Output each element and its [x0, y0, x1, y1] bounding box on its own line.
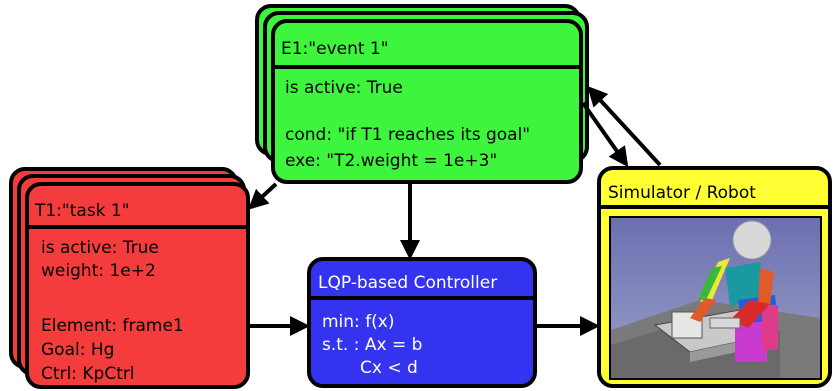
robot-scene-image	[609, 216, 822, 380]
event-title: E1:"event 1"	[281, 39, 389, 59]
controller-title: LQP-based Controller	[318, 273, 497, 293]
task-line-4: Element: frame1	[41, 316, 184, 336]
task-title: T1:"task 1"	[34, 201, 130, 221]
controller-line-2: s.t. : Ax = b	[322, 335, 422, 355]
event-card	[271, 19, 583, 184]
arrow-simulator-to-event	[587, 86, 662, 167]
event-line-3: cond: "if T1 reaches its goal"	[285, 125, 530, 145]
event-line-1: is active: True	[285, 78, 403, 98]
task-box: T1:"task 1" is active: True weight: 1e+2…	[9, 167, 250, 389]
controller-line-1: min: f(x)	[322, 312, 395, 332]
arrow-event-to-simulator	[581, 101, 629, 168]
simulator-box: Simulator / Robot	[597, 166, 832, 388]
arrows	[248, 86, 662, 336]
task-line-2: weight: 1e+2	[41, 261, 156, 281]
controller-box: LQP-based Controller min: f(x) s.t. : Ax…	[307, 257, 537, 388]
task-line-5: Goal: Hg	[41, 340, 114, 360]
event-box: E1:"event 1" is active: True cond: "if T…	[255, 4, 589, 184]
simulator-title: Simulator / Robot	[608, 183, 756, 203]
arrow-event-to-task	[248, 182, 278, 210]
controller-line-3: Cx < d	[360, 358, 418, 378]
task-line-1: is active: True	[41, 238, 159, 258]
event-line-4: exe: "T2.weight = 1e+3"	[285, 151, 497, 171]
task-line-6: Ctrl: KpCtrl	[41, 364, 135, 384]
task-card	[25, 182, 250, 389]
